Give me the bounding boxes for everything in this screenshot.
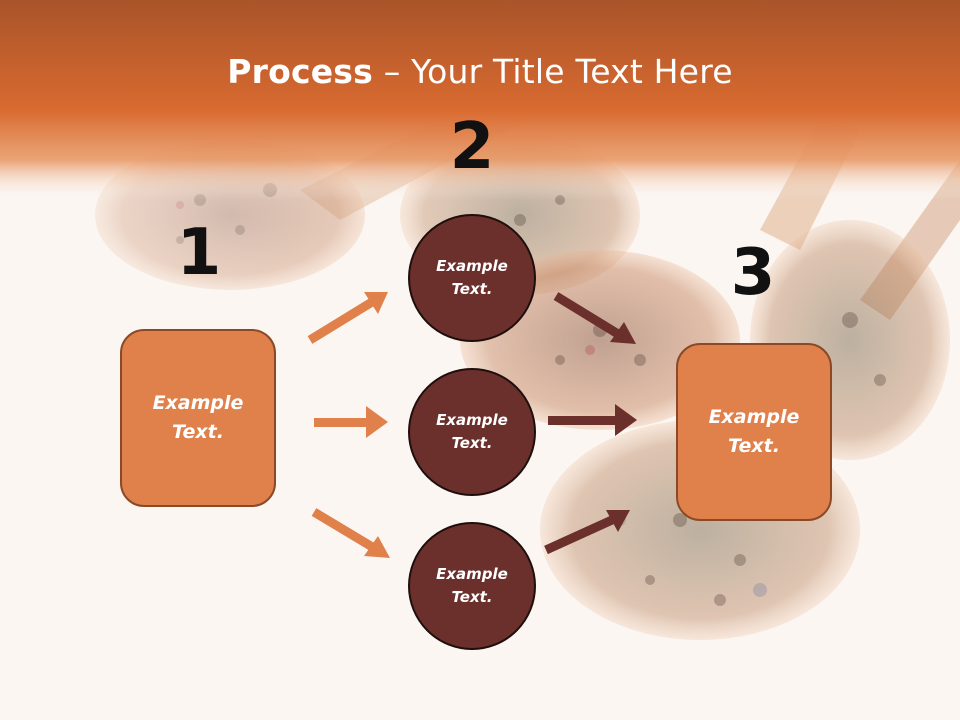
- circle-bottom-line2: Text.: [451, 588, 493, 606]
- box-left-line2: Text.: [172, 421, 224, 443]
- circle-middle-line2: Text.: [451, 434, 493, 452]
- step-number-2: 2: [449, 110, 495, 184]
- process-circle-bottom: Example Text.: [408, 522, 536, 650]
- process-box-right: Example Text.: [676, 343, 832, 521]
- process-circle-middle: Example Text.: [408, 368, 536, 496]
- box-left-line1: Example: [152, 392, 244, 414]
- circle-top-line1: Example: [436, 257, 508, 275]
- box-right-line2: Text.: [728, 435, 780, 457]
- step-number-1: 1: [176, 216, 222, 290]
- process-circle-top: Example Text.: [408, 214, 536, 342]
- circle-bottom-line1: Example: [436, 565, 508, 583]
- box-right-line1: Example: [708, 406, 800, 428]
- process-box-left: Example Text.: [120, 329, 276, 507]
- circle-top-line2: Text.: [451, 280, 493, 298]
- step-number-3: 3: [730, 236, 776, 310]
- slide-title: Process – Your Title Text Here: [0, 52, 960, 91]
- title-separator: –: [373, 52, 412, 91]
- circle-middle-line1: Example: [436, 411, 508, 429]
- title-rest: Your Title Text Here: [411, 52, 733, 91]
- title-bold: Process: [227, 52, 373, 91]
